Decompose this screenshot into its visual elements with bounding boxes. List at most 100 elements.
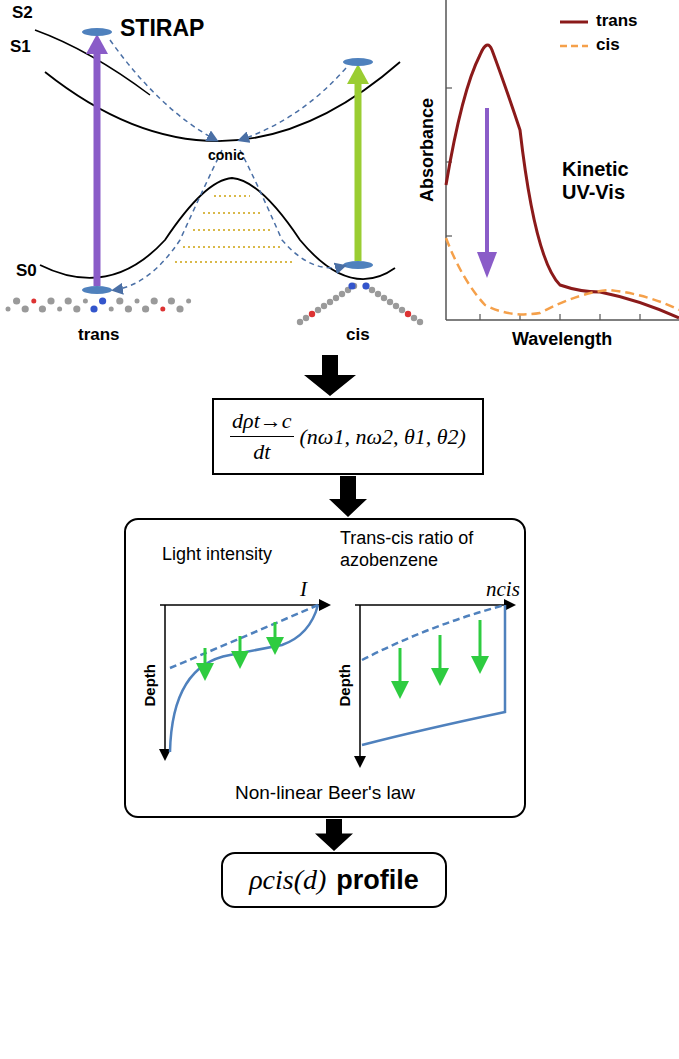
drawing-circle: [186, 299, 191, 304]
drawing-g: [446, 88, 640, 320]
drawing-line: [446, 87, 452, 88]
drawing-path: [362, 605, 505, 745]
drawing-ellipse: [343, 261, 373, 269]
legend-sample: [560, 21, 588, 24]
numerator: dρt→c: [230, 408, 293, 436]
drawing-line: [445, 0, 447, 320]
box-text: Trans-cis ratio of azobenzene: [340, 528, 516, 571]
drawing-circle: [6, 307, 11, 312]
drawing-line: [446, 319, 679, 321]
drawing-circle: [327, 299, 333, 305]
drawing-ellipse: [343, 58, 373, 66]
drawing-circle: [399, 307, 405, 313]
drawing-path: [362, 605, 505, 660]
drawing-circle: [176, 305, 183, 312]
drawing-circle: [99, 297, 106, 304]
drawing-path: [304, 355, 356, 396]
drawing-circle: [363, 283, 369, 289]
legend-sample: [560, 45, 588, 48]
block-arrow: [315, 819, 353, 851]
drawing-line: [559, 314, 560, 320]
drawing-line: [175, 261, 292, 263]
drawing-line: [359, 605, 361, 765]
drawing-g: [400, 620, 480, 690]
drawing-ellipse: [82, 28, 112, 36]
label: Absorbance: [418, 98, 438, 202]
drawing-circle: [109, 307, 114, 312]
drawing-path: [240, 68, 346, 140]
fraction: dρt→cdt: [230, 408, 293, 465]
drawing-circle: [13, 297, 20, 304]
drawing-circle: [369, 287, 375, 293]
drawing-line: [204, 648, 207, 672]
drawing-line: [446, 235, 452, 236]
drawing-line: [274, 622, 277, 646]
label: ncis: [486, 578, 520, 601]
process-box: Light intensity Trans-cis ratio of azoben…: [124, 518, 526, 818]
label: conic: [208, 148, 245, 163]
drawing-ellipse: [82, 286, 112, 294]
drawing-line: [239, 636, 242, 660]
drawing-circle: [375, 291, 381, 297]
drawing-line: [94, 52, 101, 286]
drawing-line: [193, 229, 273, 231]
drawing-path: [347, 64, 369, 84]
drawing-line: [183, 246, 283, 248]
label: STIRAP: [120, 16, 204, 41]
drawing-circle: [393, 303, 399, 309]
drawing-circle: [405, 311, 411, 317]
box-text: Non-linear Beer's law: [126, 782, 524, 805]
drawing-circle: [387, 299, 393, 305]
drawing-circle: [125, 305, 132, 312]
label: Depth: [337, 664, 354, 707]
label: Depth: [142, 664, 159, 707]
box-text: Light intensity: [162, 544, 332, 566]
drawing-circle: [309, 311, 315, 317]
drawing-line: [399, 648, 402, 690]
legend-text: cis: [596, 36, 620, 55]
drawing-circle: [160, 307, 165, 312]
label: Kinetic UV-Vis: [562, 158, 662, 204]
drawing-circle: [362, 282, 369, 289]
drawing-line: [439, 635, 442, 677]
drawing-line: [214, 195, 250, 197]
drawing-circle: [348, 282, 355, 289]
label: S2: [12, 4, 33, 23]
drawing-line: [203, 212, 262, 214]
drawing-path: [170, 605, 318, 668]
drawing-circle: [135, 299, 140, 304]
drawing-line: [160, 604, 328, 606]
drawing-line: [639, 314, 640, 320]
box-text: profile: [336, 865, 419, 896]
drawing-circle: [151, 297, 158, 304]
drawing-circle: [57, 307, 62, 312]
label: trans: [78, 326, 120, 345]
drawing-line: [599, 314, 600, 320]
drawing-circle: [73, 305, 80, 312]
drawing-circle: [168, 297, 175, 304]
drawing-path: [110, 40, 216, 140]
label: S0: [16, 262, 37, 281]
drawing-g: [6, 282, 424, 325]
drawing-circle: [417, 319, 423, 325]
label: cis: [346, 326, 370, 345]
drawing-path: [446, 45, 679, 318]
label: I: [300, 578, 307, 601]
drawing-circle: [22, 305, 29, 312]
drawing-g: [175, 196, 292, 262]
drawing-circle: [303, 315, 309, 321]
drawing-path: [240, 150, 344, 268]
label: Wavelength: [512, 330, 612, 350]
drawing-circle: [315, 307, 321, 313]
drawing-circle: [297, 319, 303, 325]
label: S1: [10, 38, 31, 57]
drawing-g: [205, 622, 275, 672]
process-box: dρt→cdt(nω1, nω2, θ1, θ2): [212, 398, 484, 475]
block-arrow: [329, 476, 367, 517]
drawing-circle: [116, 297, 123, 304]
drawing-g: [110, 40, 346, 290]
drawing-circle: [39, 305, 46, 312]
drawing-path: [477, 252, 497, 278]
drawing-circle: [31, 299, 36, 304]
process-box: ρcis(d)profile: [221, 852, 447, 908]
